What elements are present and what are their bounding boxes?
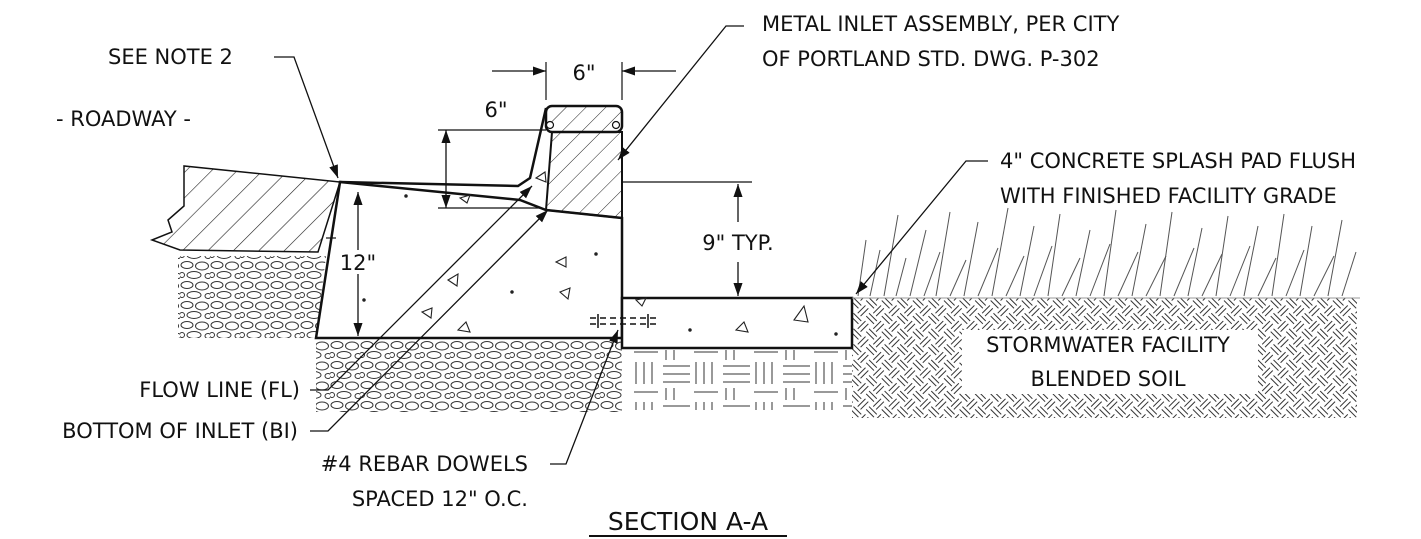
dim-top-width: 6" [572, 61, 595, 85]
splash-pad-base [630, 350, 852, 410]
roadway-pavement [149, 165, 341, 253]
soil-label-mask [962, 330, 1258, 394]
inlet-gravel-base [316, 338, 622, 412]
concrete-splash-pad [620, 296, 854, 350]
roadway-label: - ROADWAY - [56, 107, 191, 131]
cap-bolt-right [611, 120, 621, 130]
leader-lines [274, 25, 988, 465]
splash-pad-label-line2: WITH FINISHED FACILITY GRADE [1000, 184, 1337, 208]
metal-inlet-block [544, 131, 623, 220]
splash-pad-label-line1: 4" CONCRETE SPLASH PAD FLUSH [1000, 149, 1356, 173]
bottom-of-inlet-label: BOTTOM OF INLET (BI) [62, 419, 298, 443]
inlet-top-cap [544, 104, 624, 134]
soil-label-line2: BLENDED SOIL [1030, 367, 1185, 391]
rebar-dowel [590, 314, 658, 328]
cap-bolt-left [545, 120, 555, 130]
soil-label-line1: STORMWATER FACILITY [986, 333, 1230, 357]
inlet-label-line1: METAL INLET ASSEMBLY, PER CITY [762, 12, 1119, 36]
dim-curb-height: 6" [484, 98, 507, 122]
dimension-arrows [353, 66, 743, 336]
inlet-lip [339, 107, 548, 188]
rebar-label-line2: SPACED 12" O.C. [352, 487, 528, 511]
extension-lines [326, 62, 752, 239]
rebar-label-line1: #4 REBAR DOWELS [321, 452, 528, 476]
inlet-label-line2: OF PORTLAND STD. DWG. P-302 [762, 47, 1100, 71]
section-title: SECTION A-A [608, 507, 768, 536]
grass [857, 207, 1357, 297]
dim-depth: 12" [340, 251, 376, 275]
see-note-label: SEE NOTE 2 [108, 45, 233, 69]
flow-line-label: FLOW LINE (FL) [139, 378, 300, 402]
dim-drop: 9" TYP. [702, 231, 773, 255]
roadway-gravel-base [178, 256, 326, 338]
concrete-aggregate [362, 171, 838, 336]
